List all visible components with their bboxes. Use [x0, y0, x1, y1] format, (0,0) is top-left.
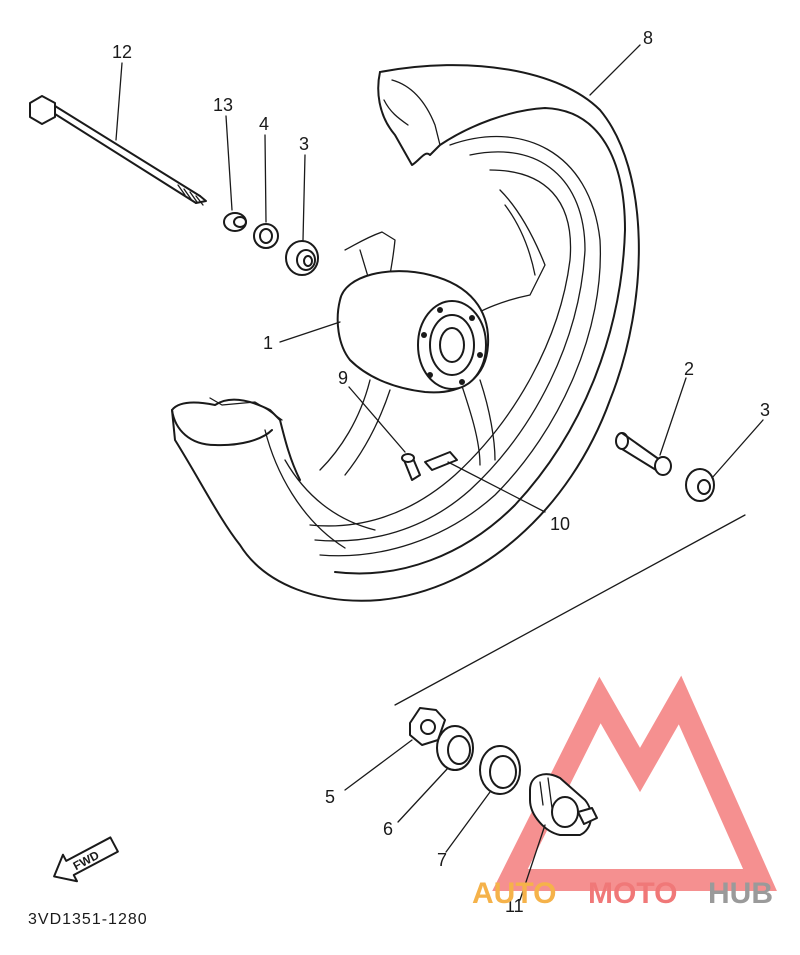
callout-13: 13: [213, 95, 233, 115]
oil-seal-lower: [436, 725, 474, 771]
callout-5: 5: [325, 787, 335, 807]
callout-11: 11: [505, 896, 524, 916]
drawing-code: 3VD1351-1280: [28, 911, 148, 928]
oil-seal-right: [685, 468, 715, 502]
callout-3-upper: 3: [299, 134, 309, 154]
callout-10: 10: [550, 514, 570, 534]
watermark-text: AUTO MOTO HUB: [472, 877, 773, 910]
tire: [171, 64, 640, 602]
valve-stem: [401, 453, 421, 481]
forward-arrow-icon: FWD: [53, 836, 119, 883]
gear-unit: [529, 773, 598, 836]
axle: [29, 95, 207, 206]
bearing-lower: [479, 745, 521, 795]
balance-weight: [424, 451, 458, 471]
wheel-hub: [319, 189, 546, 476]
watermark-hub: HUB: [708, 877, 773, 910]
callout-6: 6: [383, 819, 393, 839]
oil-seal-upper: [285, 240, 319, 276]
alignment-line: [394, 514, 746, 706]
callout-3-right: 3: [760, 400, 770, 420]
callout-7: 7: [437, 850, 447, 870]
collar: [223, 212, 247, 232]
callout-12: 12: [112, 42, 132, 62]
watermark-moto: MOTO: [588, 877, 677, 910]
callout-2: 2: [684, 359, 694, 379]
watermark-auto: AUTO: [472, 877, 556, 910]
bearing-upper: [253, 223, 279, 249]
callout-9: 9: [338, 368, 348, 388]
callout-8: 8: [643, 28, 653, 48]
leader-lines: [115, 44, 764, 901]
watermark-logo: [492, 675, 777, 891]
callout-4: 4: [259, 114, 269, 134]
callout-1: 1: [263, 333, 273, 353]
callout-labels: 12 13 4 3 8 1 9 10 2 3 5 6 7 11: [112, 28, 770, 916]
bolt: [615, 432, 672, 476]
meter-clutch: [409, 707, 446, 746]
